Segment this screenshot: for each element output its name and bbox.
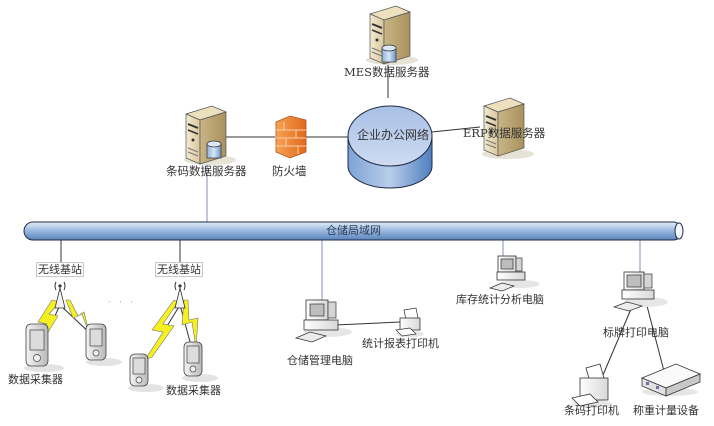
firewall-icon [275,115,307,159]
data-collector-label-2: 数据采集器 [166,384,221,397]
mes-server-label: MES数据服务器 [344,65,430,79]
enterprise-network-label: 企业办公网络 [357,128,430,142]
mes-server-icon [366,5,418,65]
pda-icon [24,323,64,372]
warehouse-pc-label: 仓储管理电脑 [287,354,353,367]
barcode-server-icon [184,105,236,165]
label-pc-icon [612,271,668,312]
enterprise-network-cylinder [347,105,433,189]
warehouse-pc-icon [294,299,352,343]
erp-server-label: ERP数据服务器 [463,126,546,140]
pda-icon [182,341,218,382]
link-warehouse-pc-printer [334,321,401,326]
pda-icon [128,353,164,392]
data-collector-label-1: 数据采集器 [8,373,63,386]
link-core-erp [431,126,481,133]
barcode-server-label: 条码数据服务器 [166,164,247,178]
erp-server-icon [482,97,534,159]
inventory-pc-icon [488,255,540,292]
weighing-device-icon [640,363,702,397]
antenna-icon [174,281,186,309]
ellipsis: · · · [108,298,136,307]
pda-icon [85,323,122,366]
weighing-device-label: 称重计量设备 [633,404,699,417]
inventory-pc-label: 库存统计分析电脑 [456,293,544,306]
lightning-icon [181,299,199,349]
warehouse-lan-label: 仓储局域网 [326,224,381,237]
link-label-pc-weighing [645,301,666,376]
link-label-pc-barcode-printer [602,301,635,376]
lightning-icon [65,299,91,337]
warehouse-lan-bus [23,221,684,241]
label-pc-label: 标牌打印电脑 [603,326,669,339]
antenna-icon [54,281,66,309]
wireless-station-label-1: 无线基站 [36,262,84,277]
report-printer-label: 统计报表打印机 [362,337,439,350]
barcode-printer-icon [571,363,612,408]
barcode-printer-label: 条码打印机 [564,404,619,417]
lightning-icon [144,299,179,361]
wireless-station-label-2: 无线基站 [155,262,203,277]
report-printer-icon [395,307,424,337]
firewall-label: 防火墙 [272,164,307,178]
